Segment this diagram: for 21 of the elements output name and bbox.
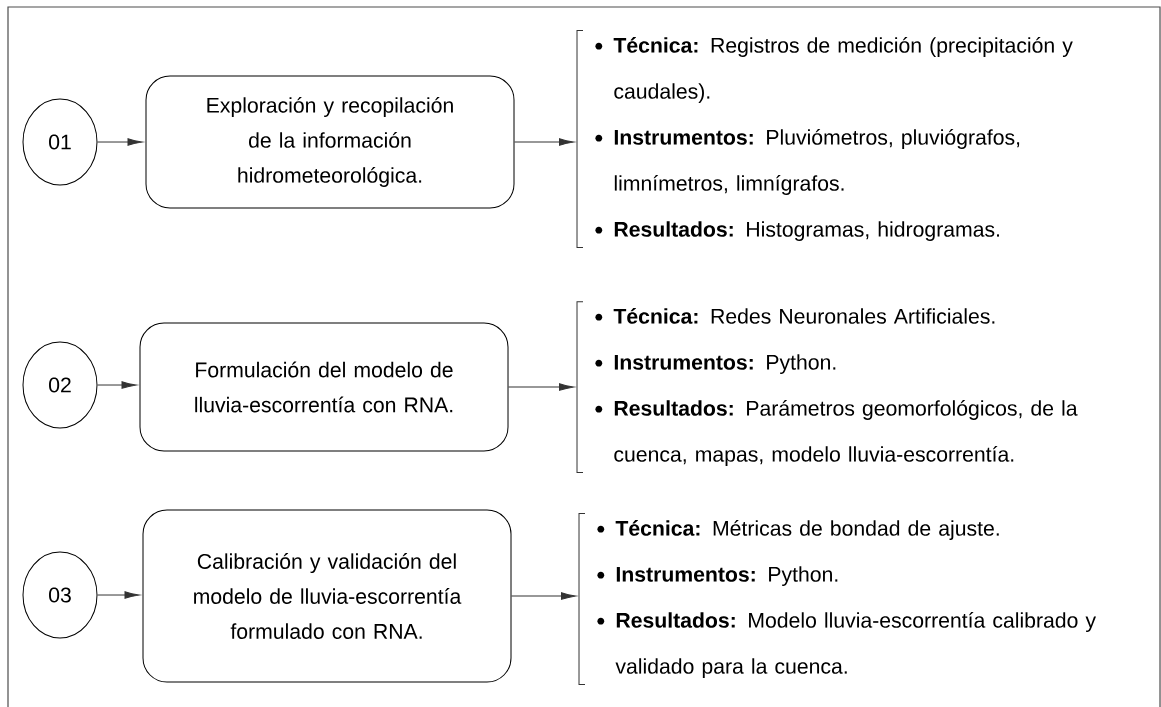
node-label: Técnica: Registros de medición (precipitación y caudales). [613, 36, 1073, 103]
arrow [97, 138, 143, 146]
node-label: Resultados: Parámetros geomorfológicos, de la cuenca, mapas, modelo lluvia-escorrentía. [614, 399, 1078, 466]
bracketed-list: Técnica: Métricas de bondad de ajuste. Instrumentos: Python. Resultados: Modelo lluvia-escorrentía calibrado y validado para la cuenca. [578, 513, 1096, 685]
bracketed-list: Técnica: Registros de medición (precipitación y caudales). Instrumentos: Pluviómetros, pluviógrafos, limnímetros, limnígrafos. Resultados: Histogramas, hidrogramas. [576, 30, 1073, 248]
node-label: Resultados: Modelo lluvia-escorrentía calibrado y validado para la cuenca. [615, 611, 1097, 678]
process-box: Exploración y recopilación de la información hidrometeorológica. [145, 75, 515, 209]
node-label: Técnica: Métricas de bondad de ajuste. [615, 519, 999, 541]
node-label: Instrumentos: Python. [614, 354, 836, 374]
process-box: Formulación del modelo de lluvia-escorrentía con RNA. [139, 322, 509, 452]
node-label: Instrumentos: Pluviómetros, pluviógrafos, limnímetros, limnígrafos. [614, 128, 1020, 195]
arrow [97, 591, 140, 599]
process-box: Calibración y validación del modelo de lluvia-escorrentía formulado con RNA. [142, 509, 512, 683]
node-label: Instrumentos: Python. [616, 566, 838, 587]
arrow [514, 138, 575, 146]
arrow [511, 592, 577, 600]
node-label: Resultados: Histogramas, hidrogramas. [614, 221, 1000, 241]
arrow [97, 381, 137, 389]
node-label: Técnica: Redes Neuronales Artificiales. [613, 308, 995, 324]
bracketed-list: Técnica: Redes Neuronales Artificiales. Instrumentos: Python. Resultados: Parámetros geomorfológicos, de la cuenca, mapas, modelo lluvia-escorrentía. [576, 301, 1078, 473]
arrow [508, 383, 575, 391]
